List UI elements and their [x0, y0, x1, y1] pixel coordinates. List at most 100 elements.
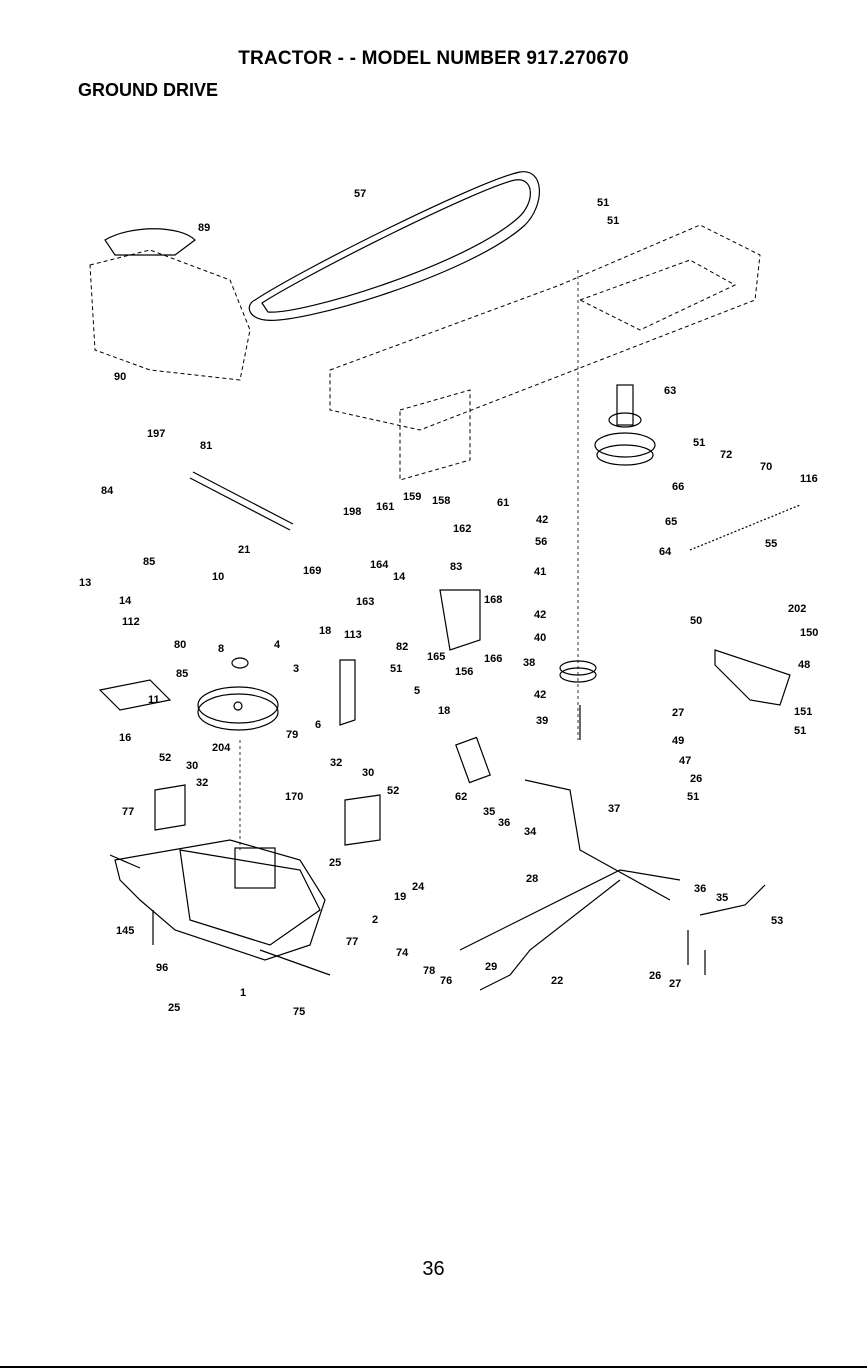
frame-outline [329, 224, 761, 431]
callout: 51 [687, 791, 699, 803]
callout: 18 [319, 625, 331, 637]
fender-outline [89, 249, 251, 381]
callout: 32 [196, 777, 208, 789]
drive-belt [248, 171, 540, 321]
callout: 64 [659, 546, 672, 558]
callout: 202 [788, 603, 806, 615]
callout: 70 [760, 461, 772, 473]
callout: 83 [450, 561, 462, 573]
callout: 89 [198, 222, 210, 234]
bushing-62 [455, 736, 491, 784]
transaxle [114, 839, 326, 961]
callout: 42 [534, 689, 546, 701]
callout: 21 [238, 544, 250, 556]
callout: 166 [484, 653, 502, 665]
callout: 40 [534, 632, 546, 644]
callout: 112 [122, 616, 140, 628]
callout: 82 [396, 641, 408, 653]
callout: 72 [720, 449, 732, 461]
callout: 6 [315, 719, 321, 731]
callout: 78 [423, 965, 435, 977]
callout: 161 [376, 501, 394, 513]
callout: 30 [186, 760, 198, 772]
callout: 39 [536, 715, 548, 727]
callout: 84 [101, 485, 114, 497]
callout: 156 [455, 666, 473, 678]
callout: 145 [116, 925, 134, 937]
callout: 36 [694, 883, 706, 895]
bottom-divider [0, 1366, 867, 1368]
callout: 164 [370, 559, 389, 571]
callout: 56 [535, 536, 547, 548]
callout: 63 [664, 385, 676, 397]
callout: 42 [534, 609, 546, 621]
callout: 52 [159, 752, 171, 764]
engine-pulley [594, 432, 656, 458]
callout: 42 [536, 514, 548, 526]
callout: 35 [716, 892, 728, 904]
callout: 66 [672, 481, 684, 493]
callout: 81 [200, 440, 212, 452]
rod-34 [524, 779, 671, 901]
callout: 62 [455, 791, 467, 803]
callout: 52 [387, 785, 399, 797]
callout: 36 [498, 817, 510, 829]
callout: 85 [176, 668, 188, 680]
callout: 61 [497, 497, 509, 509]
callout: 53 [771, 915, 783, 927]
callout: 48 [798, 659, 810, 671]
bracket-80 [98, 679, 172, 711]
callout: 2 [372, 914, 378, 926]
callout: 96 [156, 962, 168, 974]
callout: 151 [794, 706, 812, 718]
callout: 113 [344, 629, 362, 641]
callout: 5 [414, 685, 420, 697]
callout: 65 [665, 516, 677, 528]
callout: 76 [440, 975, 452, 987]
callout: 41 [534, 566, 546, 578]
spring-55 [689, 504, 801, 551]
callout: 49 [672, 735, 684, 747]
callout: 4 [274, 639, 281, 651]
rod-53 [699, 884, 766, 916]
callout: 13 [79, 577, 91, 589]
callout: 35 [483, 806, 495, 818]
callout: 50 [690, 615, 702, 627]
callout: 18 [438, 705, 450, 717]
callout-labels: 57 51 51 89 90 63 51 72 70 116 197 81 84… [79, 188, 818, 1018]
callout: 29 [485, 961, 497, 973]
callout: 14 [119, 595, 132, 607]
bracket-48 [714, 649, 791, 706]
callout: 28 [526, 873, 538, 885]
clutch-shaft [189, 477, 291, 531]
callout: 158 [432, 495, 450, 507]
callout: 77 [122, 806, 134, 818]
rod-22 [479, 879, 621, 991]
callout: 1 [240, 987, 246, 999]
callout: 37 [608, 803, 620, 815]
callout: 19 [394, 891, 406, 903]
section-heading: GROUND DRIVE [78, 80, 219, 100]
callout: 16 [119, 732, 131, 744]
callout: 74 [396, 947, 409, 959]
callout: 38 [523, 657, 535, 669]
callout: 32 [330, 757, 342, 769]
callout: 150 [800, 627, 818, 639]
callout: 51 [597, 197, 609, 209]
callout: 3 [293, 663, 299, 675]
callout: 162 [453, 523, 471, 535]
callout: 25 [168, 1002, 180, 1014]
callout: 22 [551, 975, 563, 987]
callout: 25 [329, 857, 341, 869]
callout: 14 [393, 571, 406, 583]
callout: 79 [286, 729, 298, 741]
callout: 159 [403, 491, 421, 503]
callout: 55 [765, 538, 777, 550]
callout: 170 [285, 791, 303, 803]
callout: 26 [690, 773, 702, 785]
callout: 27 [672, 707, 684, 719]
callout: 85 [143, 556, 155, 568]
callout: 24 [412, 881, 425, 893]
rod-28 [459, 869, 681, 951]
